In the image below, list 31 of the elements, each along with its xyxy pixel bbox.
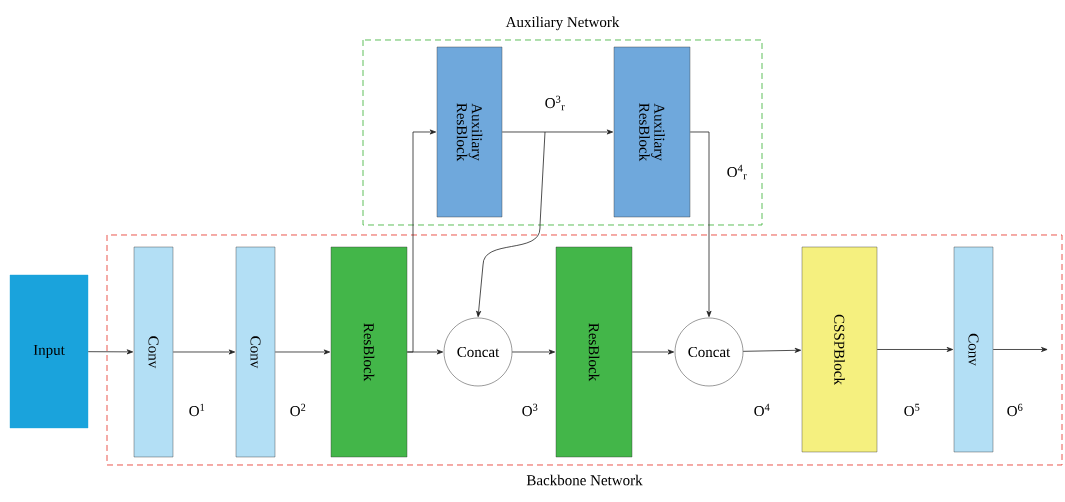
block-box: Auxiliary ResBlock — [436, 46, 503, 218]
arrow — [406, 129, 437, 353]
output-label: O$^{6}$ — [1007, 403, 1023, 417]
output-label: O$^{1}$ — [189, 403, 205, 417]
block-box: Auxiliary ResBlock — [613, 46, 691, 218]
block-box: CSSPBlock — [801, 246, 878, 453]
block-box: Conv — [235, 246, 276, 458]
block-box: ResBlock — [330, 246, 408, 458]
arrow — [992, 347, 1048, 352]
output-label: O$^{3}$ — [522, 403, 538, 417]
arrow — [87, 349, 134, 355]
node-label: Auxiliary Network — [505, 16, 620, 31]
arrow — [476, 131, 546, 318]
arrow — [511, 349, 556, 355]
block-box: ResBlock — [555, 246, 633, 458]
arrow — [631, 349, 675, 355]
arrow — [876, 347, 954, 352]
output-label: O$^{4}$r — [727, 164, 747, 180]
output-label: O$^{2}$ — [290, 403, 306, 417]
node-label: Backbone Network — [526, 474, 643, 486]
block-box: Input — [9, 274, 89, 429]
arrow — [172, 349, 236, 355]
output-label: O$^{3}$r — [545, 95, 565, 111]
block-box: Conv — [953, 246, 994, 453]
arrow — [274, 349, 331, 355]
block-box: Conv — [133, 246, 174, 458]
output-label: O$^{4}$ — [754, 403, 770, 417]
arrow — [501, 129, 614, 135]
arrow — [742, 347, 802, 353]
output-label: O$^{5}$ — [904, 403, 920, 417]
arrow — [689, 131, 712, 318]
